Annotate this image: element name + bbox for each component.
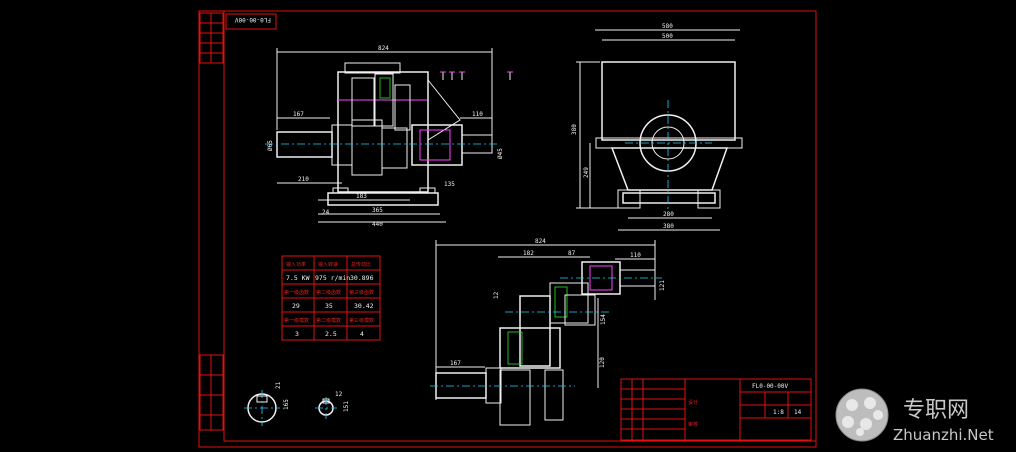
sec-dim-b: 165 — [283, 399, 290, 410]
tv-dim-right: 110 — [630, 252, 641, 259]
sec-dim-a: 21 — [275, 381, 282, 389]
tv-dim-mid-v: 154 — [600, 314, 607, 325]
watermark-line1: 专职网 — [903, 398, 969, 423]
left-margin-block-bottom — [199, 354, 224, 431]
left-margin-block-top — [199, 12, 224, 64]
fv-dim-right-dia: Ø45 — [497, 148, 504, 159]
tv-dim-left-shaft: 167 — [450, 360, 461, 367]
pt-r5c2: 4 — [360, 330, 364, 338]
fv-dim-base-span: 183 — [356, 193, 367, 200]
sv-dim-top-inner: 500 — [662, 33, 673, 40]
section-detail-b: 12 151 — [315, 391, 350, 419]
fv-dim-right-shaft: 110 — [472, 111, 483, 118]
tv-dim-small: 12 — [493, 291, 500, 299]
fv-dim-base-left: 210 — [298, 176, 309, 183]
tb-label-design: 设计 — [688, 399, 698, 406]
pt-r0c0: 输入功率 — [286, 261, 306, 268]
pt-r1c1: 975 r/min — [315, 274, 350, 282]
pt-r4c1: 第二级模数 — [316, 317, 341, 324]
tb-label-review: 审核 — [688, 421, 698, 428]
pt-r3c0: 29 — [292, 302, 300, 310]
side-view: 580 500 380 249 280 380 — [571, 23, 743, 231]
tv-dim-right-v: 121 — [659, 280, 666, 291]
front-view: 824 167 110 210 183 365 — [265, 45, 513, 228]
pt-r2c1: 第二级齿数 — [316, 289, 341, 296]
sv-dim-top-outer: 580 — [662, 23, 673, 30]
params-table: 输入功率 输入转速 总传动比 7.5 KW 975 r/min 30.896 第… — [281, 255, 381, 341]
code-box-top — [225, 13, 277, 30]
sv-dim-base-outer: 380 — [663, 223, 674, 230]
section-detail-a: 21 165 — [244, 381, 290, 426]
sv-dim-height-total: 380 — [571, 124, 578, 135]
sec-dim-c: 12 — [335, 391, 343, 398]
fv-dim-left-dia: Ø65 — [267, 140, 274, 151]
pt-r3c2: 30.42 — [354, 302, 374, 310]
top-view: 824 182 87 110 167 121 12 1 — [430, 238, 666, 426]
sec-dim-d: 151 — [343, 401, 350, 412]
pt-r3c1: 35 — [325, 302, 333, 310]
pt-r0c2: 总传动比 — [351, 261, 371, 268]
fv-dim-small: 24 — [322, 209, 330, 216]
pt-r2c0: 第一级齿数 — [284, 289, 309, 296]
pt-r4c0: 第一级模数 — [284, 317, 309, 324]
watermark-line2: Zhuanzhi.Net — [893, 426, 994, 444]
tb-scale: 1:8 — [773, 409, 784, 416]
tv-dim-overall: 824 — [535, 238, 546, 245]
sv-dim-height-lower: 249 — [583, 167, 590, 178]
fv-dim-base-full: 440 — [372, 221, 383, 228]
title-block: 设计 审核 FL0-00-00V 1:8 14 — [620, 378, 812, 441]
watermark: 专职网 Zhuanzhi.Net — [835, 388, 994, 444]
pt-r0c1: 输入转速 — [318, 261, 338, 268]
tb-code: FL0-00-00V — [752, 383, 789, 390]
pt-r1c0: 7.5 KW — [286, 274, 310, 282]
fv-dim-overall: 824 — [378, 45, 389, 52]
code-top: FL0-00-00V — [234, 16, 271, 23]
inner-border — [223, 10, 817, 442]
pt-r1c2: 30.896 — [350, 274, 374, 282]
pt-r5c1: 2.5 — [325, 330, 337, 338]
pt-r4c2: 第三级模数 — [349, 317, 374, 324]
tv-dim-lower-v: 120 — [599, 357, 606, 368]
fv-dim-height: 135 — [444, 181, 455, 188]
sv-dim-base-inner: 280 — [663, 211, 674, 218]
fv-dim-left-shaft: 167 — [293, 111, 304, 118]
pt-r5c0: 3 — [295, 330, 299, 338]
tb-sheet: 14 — [794, 409, 802, 416]
outer-border — [198, 10, 817, 448]
tv-dim-upper-b: 87 — [568, 250, 576, 257]
pt-r2c2: 第三级齿数 — [349, 289, 374, 296]
fv-dim-base-total: 365 — [372, 207, 383, 214]
tv-dim-upper-a: 182 — [523, 250, 534, 257]
